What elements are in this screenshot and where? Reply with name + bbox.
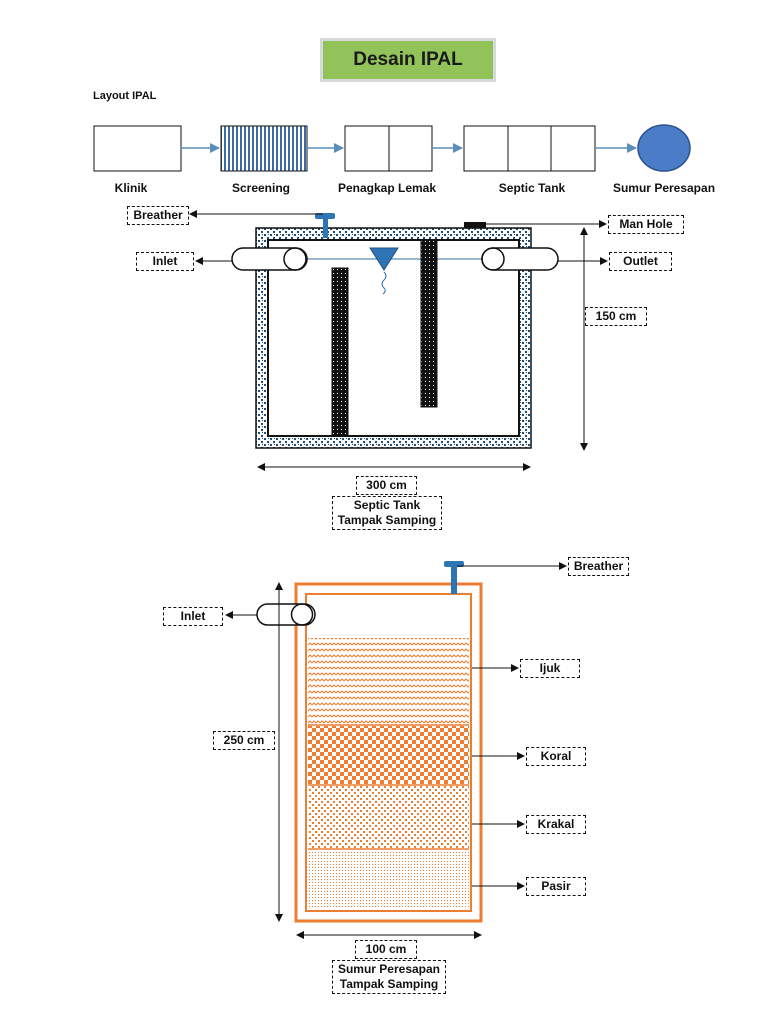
tag-sumur-inlet: Inlet [163,607,223,626]
tag-sumur-breather: Breather [568,557,629,576]
stage-sumur-circle [637,124,691,172]
stage-label-penangkap-lemak: Penagkap Lemak [337,181,437,195]
stage-klinik-box [93,125,182,172]
septic-caption-line1: Septic Tank [353,498,421,512]
tag-width-100: 100 cm [355,940,417,959]
tag-layer-krakal: Krakal [526,815,586,834]
stage-septic-tank-box [463,125,596,172]
inlet-pipe-icon [231,247,308,271]
sumur-caption-line2: Tampak Samping [339,977,439,991]
septic-tank-drawing [189,210,608,471]
tag-breather: Breather [127,206,189,225]
septic-caption-line2: Tampak Samping [337,513,437,527]
stage-label-screening: Screening [231,181,291,195]
page-title: Desain IPAL [353,49,463,70]
tag-height-150: 150 cm [585,307,647,326]
water-level-icon [369,247,399,271]
sumur-caption: Sumur Peresapan Tampak Samping [332,960,446,994]
man-hole-icon [464,222,486,228]
stage-label-sumur-peresapan: Sumur Peresapan [612,181,716,195]
tag-layer-ijuk: Ijuk [520,659,580,678]
stage-label-septic-tank: Septic Tank [498,181,566,195]
baffle-left [331,267,349,437]
layout-heading: Layout IPAL [93,90,157,102]
title-box: Desain IPAL [320,38,496,82]
tag-outlet: Outlet [609,252,672,271]
outlet-pipe-icon [481,247,559,271]
tag-height-250: 250 cm [213,731,275,750]
baffle-right [420,239,438,408]
septic-tank-interior [267,239,520,437]
stage-label-klinik: Klinik [114,181,148,195]
sumur-inlet-pipe-icon [256,603,316,626]
tag-man-hole: Man Hole [608,215,684,234]
tag-inlet: Inlet [136,252,194,271]
tag-width-300: 300 cm [356,476,417,495]
layer-pasir [308,850,469,909]
layer-koral [308,726,469,784]
sumur-drawing [225,561,567,939]
tag-layer-pasir: Pasir [526,877,586,896]
sumur-breather-icon [451,566,457,594]
layout-flow [93,124,691,172]
layer-krakal [308,786,469,848]
septic-tank-caption: Septic Tank Tampak Samping [332,496,442,530]
layer-ijuk [308,638,469,724]
stage-screening-box [220,125,308,172]
breather-pipe-icon [323,218,328,238]
sumur-caption-line1: Sumur Peresapan [337,962,441,976]
tag-layer-koral: Koral [526,747,586,766]
